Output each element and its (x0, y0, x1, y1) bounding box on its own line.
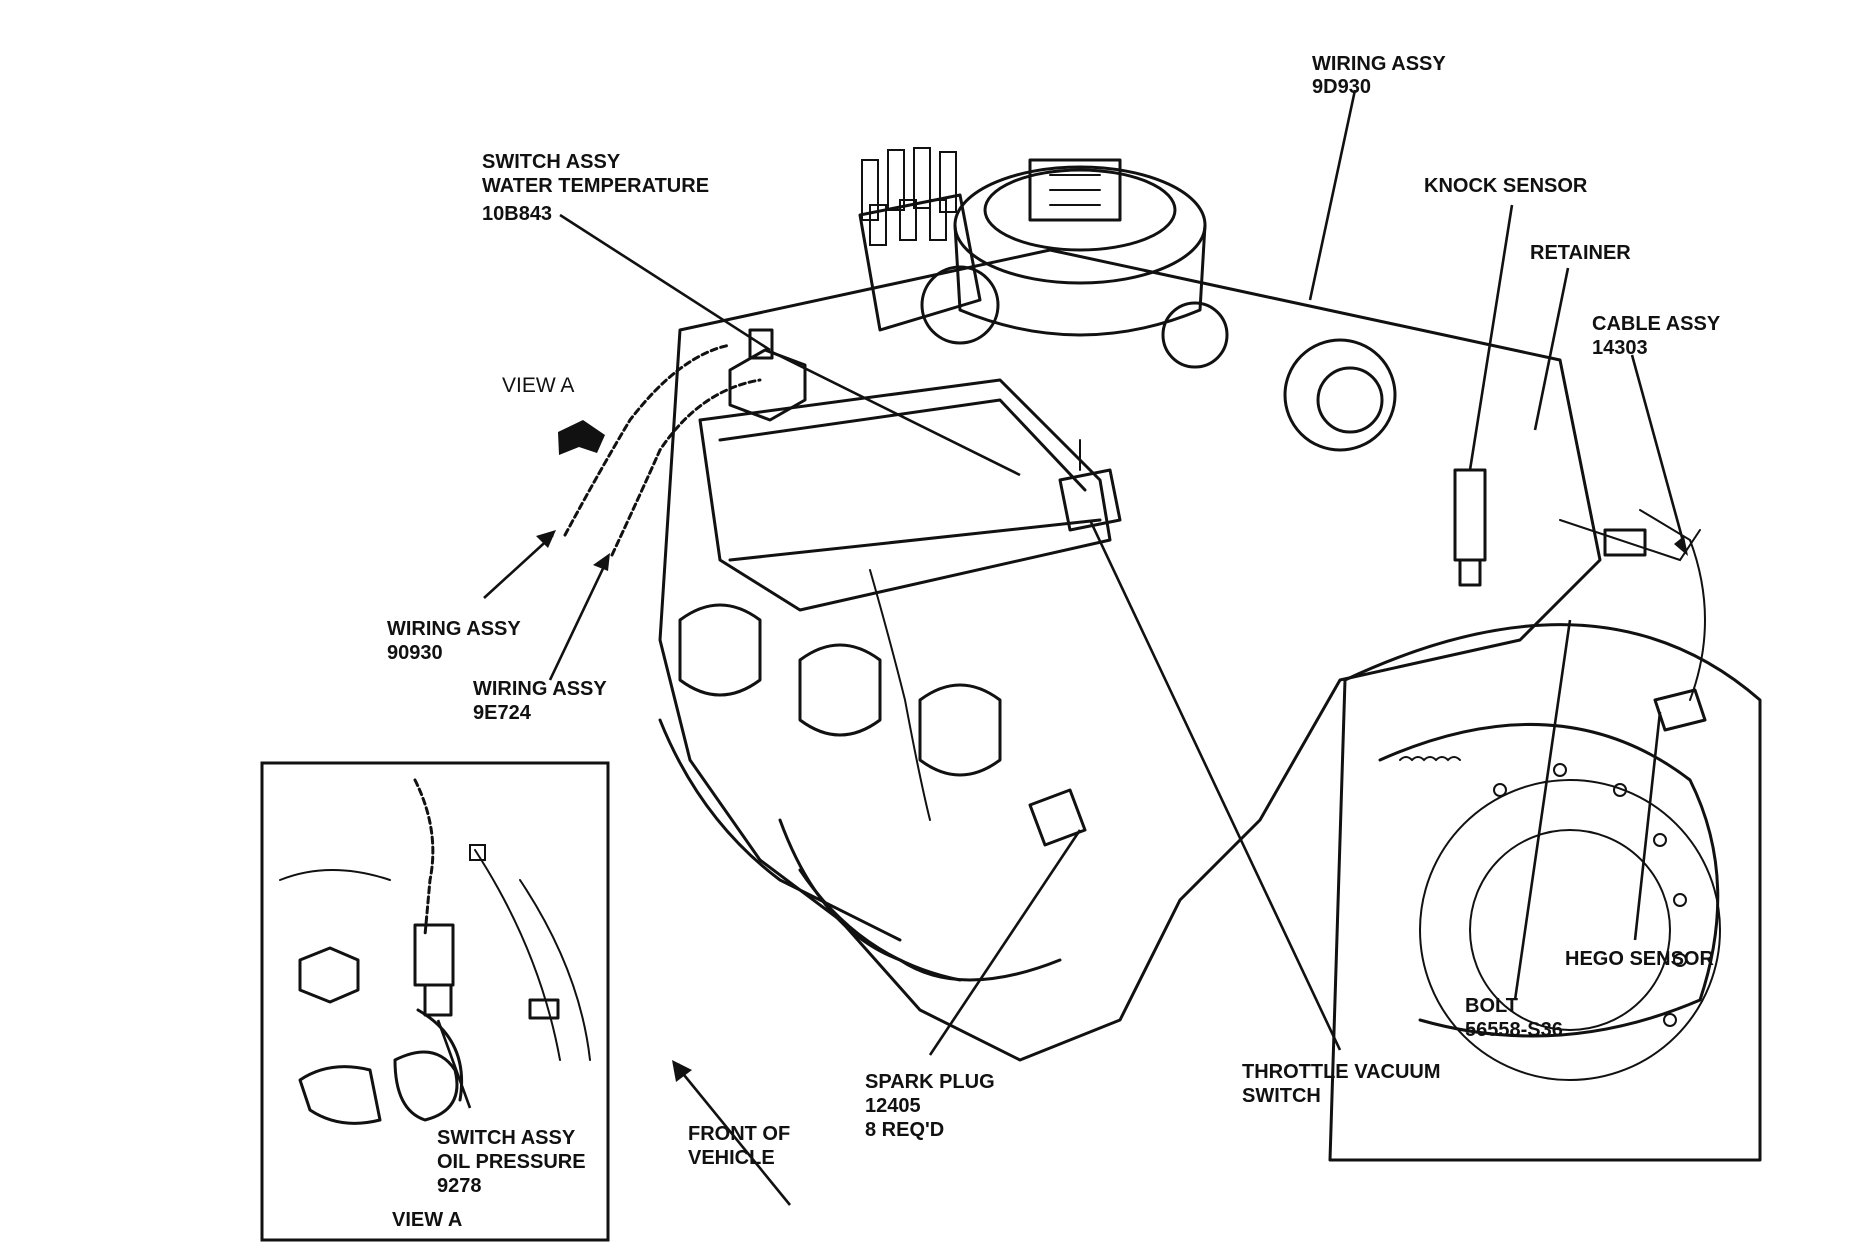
label-view-a-callout: VIEW A (502, 374, 574, 397)
label-spark-plug-line3: 8 REQ'D (865, 1119, 944, 1141)
label-wiring-assy-9e724-line1: WIRING ASSY (473, 678, 607, 700)
label-inset-view-a: VIEW A (392, 1209, 462, 1231)
engine-illustration (558, 147, 1762, 1162)
label-wiring-assy-9e724-line2: 9E724 (473, 702, 532, 724)
label-wiring-assy-9d930-line1: WIRING ASSY (1312, 53, 1446, 75)
label-spark-plug-line1: SPARK PLUG (865, 1071, 995, 1093)
label-switch-water-temp-line3: 10B843 (482, 203, 552, 225)
leader-lines (436, 89, 1688, 1206)
label-wiring-assy-9d930-line2: 9D930 (1312, 76, 1371, 98)
label-knock-sensor: KNOCK SENSOR (1424, 175, 1588, 197)
label-cable-assy-line2: 14303 (1592, 337, 1648, 359)
label-switch-water-temp-line2: WATER TEMPERATURE (482, 175, 709, 197)
label-switch-water-temp-line1: SWITCH ASSY (482, 151, 621, 173)
label-retainer: RETAINER (1530, 242, 1631, 264)
label-spark-plug-line2: 12405 (865, 1095, 921, 1117)
label-switch-oil-pressure-line1: SWITCH ASSY (437, 1127, 576, 1149)
label-wiring-assy-90930-line1: WIRING ASSY (387, 618, 521, 640)
label-switch-oil-pressure-line3: 9278 (437, 1175, 482, 1197)
label-throttle-vacuum-line1: THROTTLE VACUUM (1242, 1061, 1441, 1083)
label-front-of-vehicle-line2: VEHICLE (688, 1147, 775, 1169)
label-throttle-vacuum-line2: SWITCH (1242, 1085, 1321, 1107)
label-wiring-assy-90930-line2: 90930 (387, 642, 443, 664)
label-bolt-line2: 56558-S36 (1465, 1019, 1563, 1041)
inset-view-a (260, 761, 610, 1242)
labels: WIRING ASSY 9D930 SWITCH ASSY WATER TEMP… (387, 53, 1721, 1231)
label-hego-sensor: HEGO SENSOR (1565, 948, 1714, 970)
label-bolt-line1: BOLT (1465, 995, 1518, 1017)
label-switch-oil-pressure-line2: OIL PRESSURE (437, 1151, 586, 1173)
label-cable-assy-line1: CABLE ASSY (1592, 313, 1721, 335)
label-front-of-vehicle-line1: FRONT OF (688, 1123, 790, 1145)
